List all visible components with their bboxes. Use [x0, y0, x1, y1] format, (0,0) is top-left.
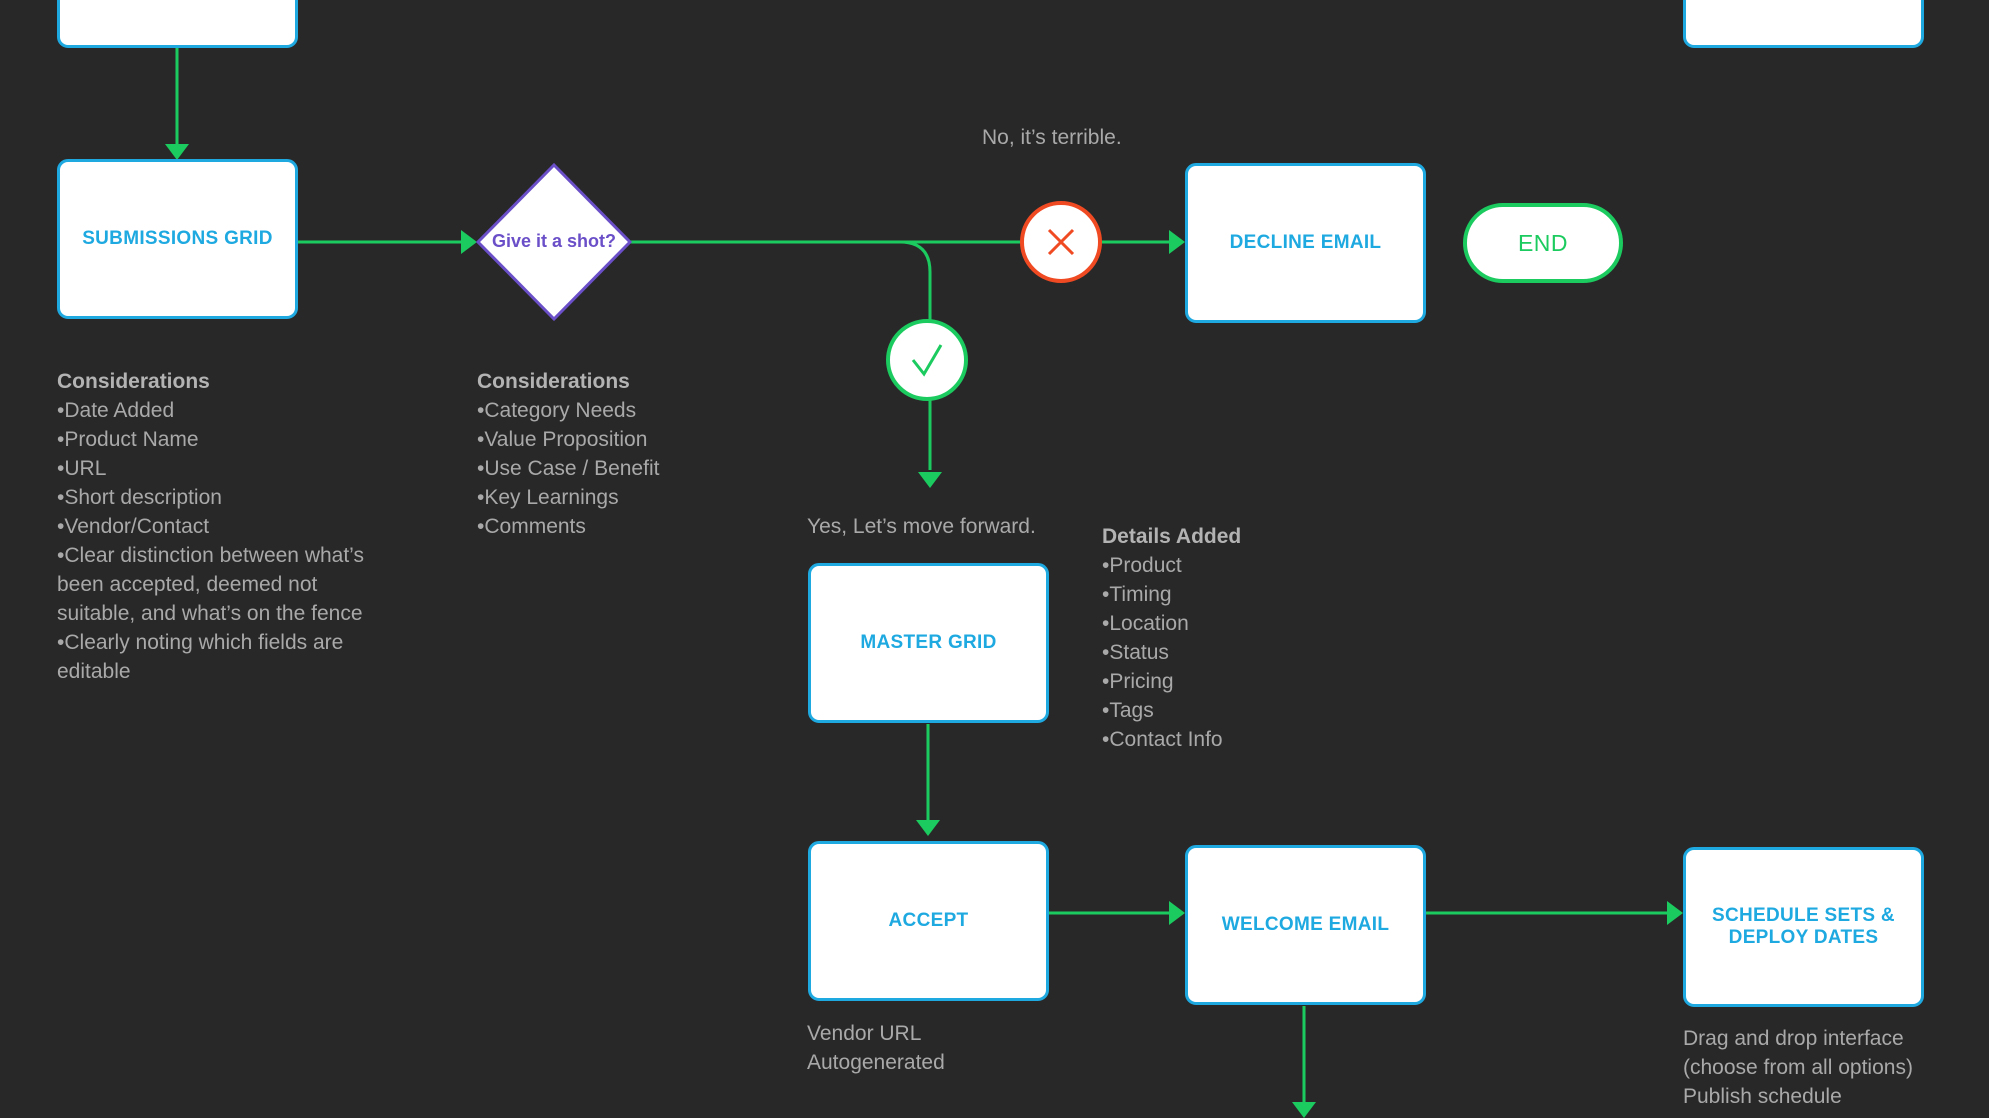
end-node[interactable]: END: [1463, 203, 1623, 283]
detail-item: Tags: [1102, 696, 1362, 725]
schedule-note-line2: (choose from all options): [1683, 1056, 1913, 1079]
top-left-box[interactable]: [57, 0, 298, 48]
consideration-item: Clearly noting which fields are editable: [57, 628, 397, 686]
arrow-head-icon: [916, 820, 940, 836]
arrow-head-icon: [1169, 901, 1185, 925]
schedule-note-line1: Drag and drop interface: [1683, 1027, 1904, 1050]
accept-box[interactable]: ACCEPT: [808, 841, 1049, 1001]
top-right-box[interactable]: [1683, 0, 1924, 48]
detail-item: Location: [1102, 609, 1362, 638]
consideration-item: Short description: [57, 483, 397, 512]
consideration-item: Use Case / Benefit: [477, 454, 737, 483]
schedule-note-line3: Publish schedule: [1683, 1085, 1842, 1108]
consideration-item: Category Needs: [477, 396, 737, 425]
detail-item: Product: [1102, 551, 1362, 580]
consideration-item: Value Proposition: [477, 425, 737, 454]
decline-email-box[interactable]: DECLINE EMAIL: [1185, 163, 1426, 323]
consideration-item: Key Learnings: [477, 483, 737, 512]
arrow-head-icon: [1292, 1102, 1316, 1118]
submissions-considerations-list: Date AddedProduct NameURLShort descripti…: [57, 396, 397, 686]
submissions-grid-box[interactable]: SUBMISSIONS GRID: [57, 159, 298, 319]
accept-label: ACCEPT: [888, 910, 969, 932]
detail-item: Status: [1102, 638, 1362, 667]
decline-email-label: DECLINE EMAIL: [1229, 232, 1382, 254]
consideration-item: Product Name: [57, 425, 397, 454]
decision-label: Give it a shot?: [491, 231, 617, 251]
welcome-email-box[interactable]: WELCOME EMAIL: [1185, 845, 1426, 1005]
check-icon: [886, 319, 968, 401]
x-icon: [1020, 201, 1102, 283]
connector-decision-to-check: [899, 240, 932, 320]
arrow-head-icon: [165, 144, 189, 160]
schedule-label-line1: SCHEDULE SETS &: [1712, 905, 1895, 927]
schedule-note: Drag and drop interface (choose from all…: [1683, 1024, 1973, 1111]
detail-item: Pricing: [1102, 667, 1362, 696]
end-label: END: [1517, 229, 1569, 256]
consideration-item: Comments: [477, 512, 737, 541]
arrow-head-icon: [1169, 230, 1185, 254]
schedule-box[interactable]: SCHEDULE SETS & DEPLOY DATES: [1683, 847, 1924, 1007]
submissions-grid-label: SUBMISSIONS GRID: [82, 228, 273, 250]
master-grid-label: MASTER GRID: [860, 632, 997, 654]
detail-item: Contact Info: [1102, 725, 1362, 754]
arrow-head-icon: [461, 230, 477, 254]
submissions-considerations: Considerations Date AddedProduct NameURL…: [57, 367, 397, 686]
submissions-considerations-heading: Considerations: [57, 370, 210, 393]
consideration-item: Date Added: [57, 396, 397, 425]
accept-note-line2: Autogenerated: [807, 1051, 945, 1074]
schedule-label-line2: DEPLOY DATES: [1728, 927, 1879, 948]
branch-no-label: No, it’s terrible.: [982, 126, 1122, 149]
consideration-item: Vendor/Contact: [57, 512, 397, 541]
consideration-item: URL: [57, 454, 397, 483]
arrow-head-icon: [1667, 901, 1683, 925]
accept-note: Vendor URL Autogenerated: [807, 1019, 1067, 1077]
accept-note-line1: Vendor URL: [807, 1022, 922, 1045]
detail-item: Timing: [1102, 580, 1362, 609]
master-details-heading: Details Added: [1102, 525, 1242, 548]
master-details-added: Details Added ProductTimingLocationStatu…: [1102, 522, 1362, 754]
welcome-email-label: WELCOME EMAIL: [1221, 914, 1390, 936]
consideration-item: Clear distinction between what’s been ac…: [57, 541, 397, 628]
master-grid-box[interactable]: MASTER GRID: [808, 563, 1049, 723]
arrow-head-icon: [918, 472, 942, 488]
decision-considerations-heading: Considerations: [477, 370, 630, 393]
decision-diamond[interactable]: [475, 162, 633, 322]
decision-considerations-list: Category NeedsValue PropositionUse Case …: [477, 396, 737, 541]
master-details-list: ProductTimingLocationStatusPricingTagsCo…: [1102, 551, 1362, 754]
decision-considerations: Considerations Category NeedsValue Propo…: [477, 367, 737, 541]
branch-yes-label: Yes, Let’s move forward.: [807, 515, 1036, 538]
